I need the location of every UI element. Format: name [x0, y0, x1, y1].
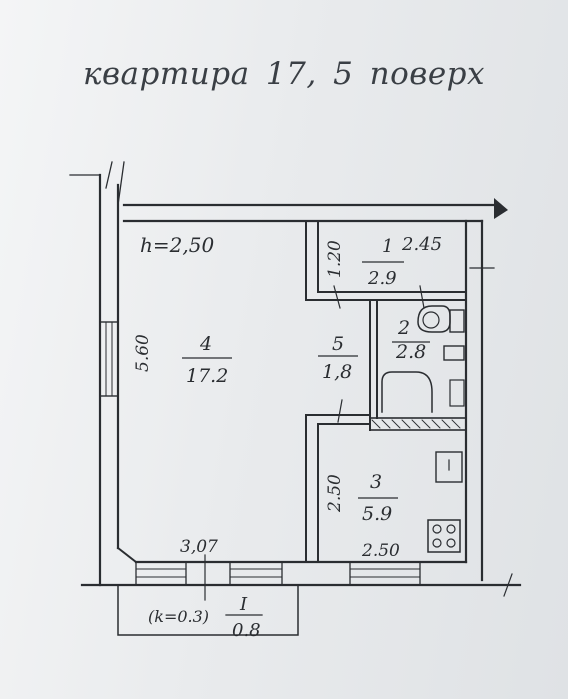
room-4-number: 4	[199, 333, 212, 355]
room-2-walls	[369, 299, 467, 431]
room-1-area: 2.9	[367, 268, 397, 289]
balcony-area: 0.8	[232, 620, 261, 641]
page-title: квартира 17, 5 поверх	[83, 56, 485, 92]
dim-bottom-left: 3,07	[180, 537, 218, 557]
room-1-walls	[305, 220, 467, 309]
room-5-area: 1,8	[322, 361, 352, 383]
dim-room3-side: 2.50	[325, 474, 345, 513]
exterior-wall-bottom	[80, 546, 522, 601]
room-3-number: 3	[370, 471, 382, 493]
dim-room1-side: 1.20	[325, 240, 345, 278]
exterior-wall-left	[69, 161, 125, 587]
exterior-wall-top	[122, 198, 508, 223]
room-3-walls	[305, 399, 463, 563]
room-3-area: 5.9	[362, 503, 392, 525]
room-5-number: 5	[332, 333, 344, 355]
ceiling-height-label: h=2,50	[140, 233, 214, 257]
dim-left-wall: 5.60	[133, 334, 153, 372]
dim-bottom-right: 2.50	[361, 541, 400, 561]
exterior-wall-right	[464, 219, 495, 582]
room-2-number: 2	[397, 317, 410, 339]
room-2-area: 2.8	[395, 341, 426, 363]
balcony-number: I	[239, 594, 248, 615]
dim-top-right: 2.45	[401, 234, 442, 255]
balcony-coefficient: (k=0.3)	[148, 607, 209, 626]
room-4-area: 17.2	[186, 365, 228, 387]
balcony-outline	[117, 584, 299, 636]
room-1-number: 1	[382, 236, 393, 257]
